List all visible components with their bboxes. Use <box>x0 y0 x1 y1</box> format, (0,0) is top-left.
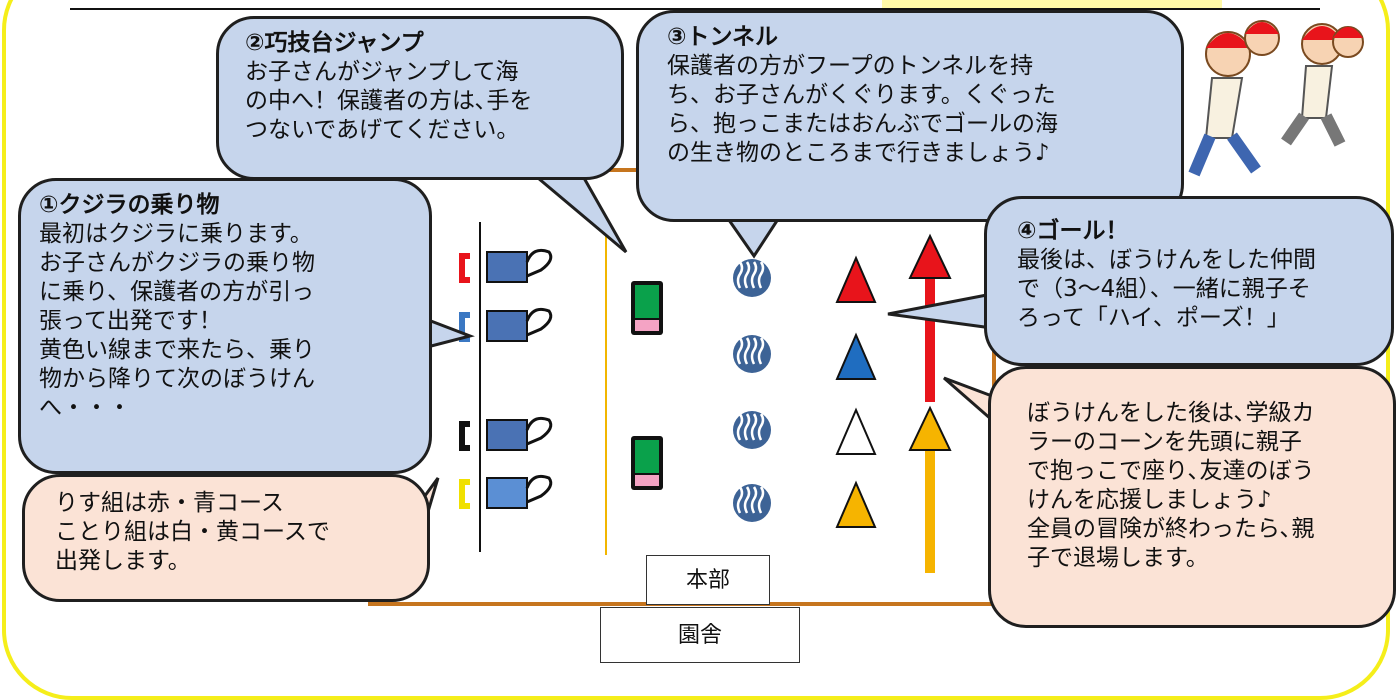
bubble-tunnel: ③トンネル 保護者の方がフープのトンネルを持 ち、お子さんがくぐります。くぐった… <box>636 10 1184 222</box>
whale-ride-red <box>459 248 553 283</box>
bubble2-tail <box>533 176 628 254</box>
cone-yellow <box>835 480 877 528</box>
cone-red <box>835 255 877 303</box>
bubble-goal: ④ゴール！ 最後は、ぼうけんをした仲間 で（3～4組）、一緒に親子そ ろって「ハ… <box>984 196 1394 366</box>
bubble-jump-title: ②巧技台ジャンプ <box>245 30 424 56</box>
arrow-red <box>908 233 952 402</box>
bubble-after-text: ぼうけんをした後は､学級カ ラーのコーンを先頭に親子 で抱っこで座り､友達のぼう… <box>1027 400 1315 571</box>
hoop-icon-2 <box>733 335 771 373</box>
top-divider <box>70 8 1320 10</box>
bubble-goal-text: 最後は、ぼうけんをした仲間 で（3～4組）、一緒に親子そ ろって「ハイ、ポーズ！… <box>1017 247 1316 331</box>
bubble-courses-text: りす組は赤・青コース ことり組は白・黄コースで 出発します。 <box>55 490 330 574</box>
ensha-label: 園舎 <box>600 607 800 663</box>
after-tail <box>943 376 994 424</box>
whale-ride-white <box>459 416 553 451</box>
bubble-courses: りす組は赤・青コース ことり組は白・黄コースで 出発します。 <box>22 474 430 602</box>
whale-ride-yellow <box>459 474 553 509</box>
bubble-jump-text: お子さんがジャンプして海 の中へ！保護者の方は､手を つないであげてください。 <box>245 59 533 143</box>
bubble-tunnel-text: 保護者の方がフープのトンネルを持 ち、お子さんがくぐります。くぐった ら、抱っこ… <box>667 53 1058 166</box>
bubble-whale-ride-title: ①クジラの乗り物 <box>39 192 220 218</box>
kids-piggyback-illustration <box>1188 20 1364 177</box>
bubble-after: ぼうけんをした後は､学級カ ラーのコーンを先頭に親子 で抱っこで座り､友達のぼう… <box>988 366 1396 628</box>
hoop-icon-1 <box>733 259 771 297</box>
jump-platform-top <box>631 281 663 335</box>
bubble4-tail <box>887 292 994 330</box>
bubble-tunnel-title: ③トンネル <box>667 24 779 50</box>
whale-ride-blue <box>459 307 553 342</box>
top-highlight <box>882 0 1222 10</box>
cone-blue <box>835 332 877 380</box>
bubble-whale-ride: ①クジラの乗り物 最初はクジラに乗ります。 お子さんがクジラの乗り物 に乗り、保… <box>18 178 432 474</box>
bubble-goal-title: ④ゴール！ <box>1017 218 1129 244</box>
hoop-icon-4 <box>733 484 771 522</box>
bubble-jump: ②巧技台ジャンプ お子さんがジャンプして海 の中へ！保護者の方は､手を つないで… <box>216 16 624 180</box>
course-diagram <box>405 20 1364 573</box>
bubble-whale-ride-text: 最初はクジラに乗ります。 お子さんがクジラの乗り物 に乗り、保護者の方が引っ 張… <box>39 221 315 421</box>
honbu-label: 本部 <box>646 555 770 605</box>
jump-platform-bottom <box>631 436 663 490</box>
hoop-icon-3 <box>733 411 771 449</box>
arrow-yellow <box>908 405 952 573</box>
cone-white <box>835 407 877 455</box>
